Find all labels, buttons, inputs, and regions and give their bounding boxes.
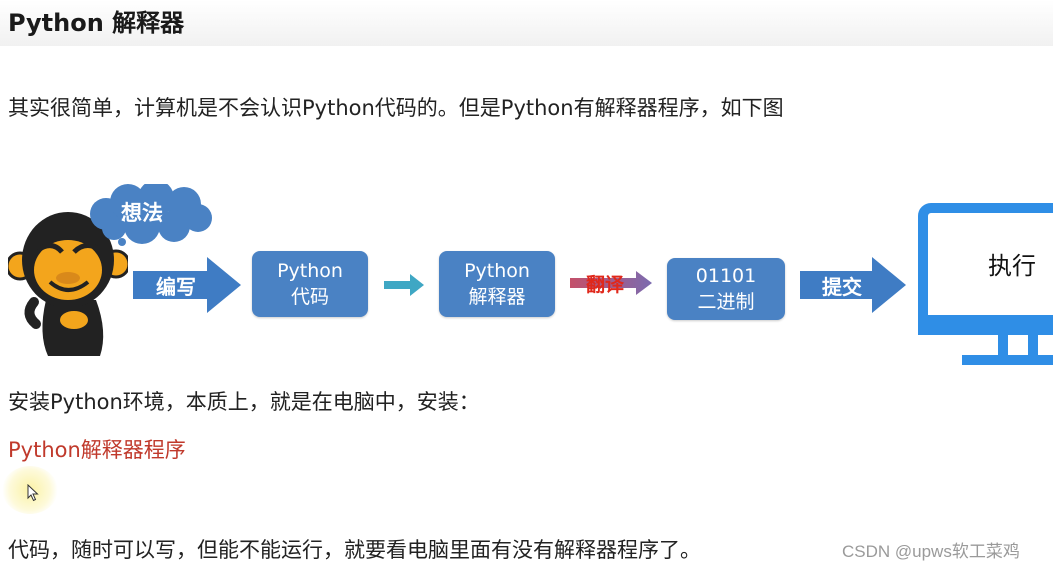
- thought-bubble-label: 想法: [121, 201, 163, 225]
- highlight-text: Python解释器程序: [8, 438, 186, 462]
- submit-arrow: [800, 257, 906, 313]
- intro-text: 其实很简单，计算机是不会认识Python代码的。但是Python有解释器程序，如…: [8, 96, 784, 120]
- translate-arrow: [570, 271, 652, 295]
- mouse-cursor-icon: [27, 484, 39, 502]
- mascot-illustration: [8, 212, 128, 356]
- binary-line2: 二进制: [697, 291, 755, 313]
- binary-line1: 01101: [695, 265, 757, 287]
- binary-node: 01101 二进制: [667, 258, 785, 320]
- conclusion-text: 代码，随时可以写，但能不能运行，就要看电脑里面有没有解释器程序了。: [8, 538, 701, 562]
- thought-bubble: [90, 184, 212, 246]
- interpreter-line1: Python: [464, 260, 530, 282]
- write-arrow-label: 编写: [156, 275, 196, 299]
- python-code-line1: Python: [277, 260, 343, 282]
- monitor-label: 执行: [988, 252, 1036, 280]
- install-text: 安装Python环境，本质上，就是在电脑中，安装：: [8, 390, 480, 414]
- code-to-interpreter-arrow: [384, 274, 424, 296]
- slide-title: Python 解释器: [8, 9, 185, 37]
- python-interpreter-node: Python 解释器: [439, 251, 555, 317]
- python-code-node: Python 代码: [252, 251, 368, 317]
- python-code-line2: 代码: [290, 286, 329, 308]
- write-arrow: [133, 257, 241, 313]
- slide-header: [0, 0, 1053, 46]
- interpreter-line2: 解释器: [468, 286, 526, 308]
- csdn-watermark: CSDN @upws软工菜鸡: [842, 542, 1020, 561]
- translate-label: 翻译: [586, 274, 625, 296]
- monitor-icon: [918, 203, 1053, 365]
- submit-arrow-label: 提交: [822, 275, 862, 299]
